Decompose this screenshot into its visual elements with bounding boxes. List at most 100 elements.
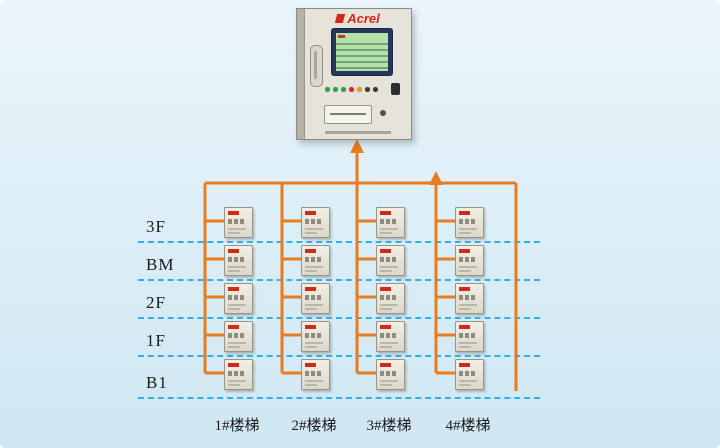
device-module bbox=[301, 321, 330, 352]
device-terminals bbox=[459, 257, 475, 262]
device-terminals bbox=[305, 257, 321, 262]
device-text-line bbox=[228, 228, 246, 230]
indicator-light-icon bbox=[349, 87, 354, 92]
device-text-line bbox=[305, 308, 317, 310]
device-module bbox=[455, 245, 484, 276]
device-brand-mark bbox=[459, 287, 470, 291]
device-brand-mark bbox=[459, 211, 470, 215]
panel-footer-text-line bbox=[325, 131, 391, 134]
indicator-light-icon bbox=[333, 87, 338, 92]
device-text-line bbox=[305, 228, 323, 230]
device-text-line bbox=[459, 384, 471, 386]
device-brand-mark bbox=[305, 249, 316, 253]
device-text-line bbox=[305, 346, 317, 348]
device-text-line bbox=[380, 384, 392, 386]
floor-label-bm: BM bbox=[146, 255, 175, 274]
floor-label-3f: 3F bbox=[146, 217, 166, 236]
device-module bbox=[376, 283, 405, 314]
floor-divider bbox=[138, 397, 540, 399]
device-module bbox=[301, 359, 330, 390]
device-brand-mark bbox=[228, 211, 239, 215]
bus-arrow-icon bbox=[429, 171, 443, 185]
device-text-line bbox=[380, 270, 392, 272]
device-text-line bbox=[380, 266, 398, 268]
device-text-line bbox=[305, 232, 317, 234]
device-brand-mark bbox=[380, 249, 391, 253]
device-terminals bbox=[459, 371, 475, 376]
device-text-line bbox=[459, 380, 477, 382]
device-text-line bbox=[305, 384, 317, 386]
device-module bbox=[301, 283, 330, 314]
device-brand-mark bbox=[305, 325, 316, 329]
device-terminals bbox=[228, 219, 244, 224]
device-module bbox=[224, 245, 253, 276]
panel-face: Acrel bbox=[305, 9, 411, 139]
device-module bbox=[224, 321, 253, 352]
device-text-line bbox=[459, 346, 471, 348]
device-terminals bbox=[305, 371, 321, 376]
device-terminals bbox=[459, 333, 475, 338]
riser-label-2: 2#楼梯 bbox=[291, 418, 337, 434]
device-module bbox=[455, 359, 484, 390]
device-module bbox=[455, 321, 484, 352]
device-brand-mark bbox=[305, 211, 316, 215]
indicator-light-icon bbox=[357, 87, 362, 92]
device-module bbox=[376, 321, 405, 352]
device-text-line bbox=[305, 270, 317, 272]
device-text-line bbox=[459, 304, 477, 306]
device-text-line bbox=[380, 228, 398, 230]
device-terminals bbox=[380, 333, 396, 338]
device-module bbox=[455, 283, 484, 314]
device-text-line bbox=[305, 304, 323, 306]
device-terminals bbox=[305, 219, 321, 224]
indicator-light-icon bbox=[373, 87, 378, 92]
device-text-line bbox=[459, 266, 477, 268]
device-terminals bbox=[228, 371, 244, 376]
device-brand-mark bbox=[228, 325, 239, 329]
device-module bbox=[455, 207, 484, 238]
brand-mark-icon bbox=[335, 14, 346, 23]
device-terminals bbox=[305, 333, 321, 338]
device-brand-mark bbox=[228, 287, 239, 291]
floor-label-1f: 1F bbox=[146, 331, 166, 350]
riser-label-1: 1#楼梯 bbox=[214, 418, 260, 434]
control-panel: Acrel bbox=[296, 8, 412, 140]
device-terminals bbox=[228, 257, 244, 262]
lcd-screen bbox=[331, 28, 393, 76]
device-text-line bbox=[380, 342, 398, 344]
device-terminals bbox=[380, 371, 396, 376]
device-terminals bbox=[380, 219, 396, 224]
device-terminals bbox=[305, 295, 321, 300]
device-brand-mark bbox=[228, 363, 239, 367]
brand-name: Acrel bbox=[347, 11, 380, 26]
floor-divider bbox=[138, 279, 540, 281]
device-text-line bbox=[459, 308, 471, 310]
device-text-line bbox=[228, 308, 240, 310]
device-text-line bbox=[380, 304, 398, 306]
device-text-line bbox=[228, 266, 246, 268]
power-switch-icon bbox=[391, 83, 400, 95]
device-text-line bbox=[459, 342, 477, 344]
device-terminals bbox=[380, 257, 396, 262]
device-text-line bbox=[228, 346, 240, 348]
floor-divider bbox=[138, 317, 540, 319]
device-text-line bbox=[305, 342, 323, 344]
device-terminals bbox=[380, 295, 396, 300]
device-module bbox=[376, 245, 405, 276]
device-module bbox=[224, 359, 253, 390]
device-text-line bbox=[380, 346, 392, 348]
floor-label-2f: 2F bbox=[146, 293, 166, 312]
device-text-line bbox=[380, 308, 392, 310]
device-text-line bbox=[228, 270, 240, 272]
riser-label-3: 3#楼梯 bbox=[366, 418, 412, 434]
device-brand-mark bbox=[380, 287, 391, 291]
printer-slot bbox=[324, 105, 372, 124]
device-text-line bbox=[459, 232, 471, 234]
device-text-line bbox=[228, 304, 246, 306]
lcd-display bbox=[336, 33, 388, 71]
indicator-lights bbox=[325, 87, 378, 92]
device-terminals bbox=[228, 295, 244, 300]
device-terminals bbox=[459, 219, 475, 224]
device-module bbox=[376, 359, 405, 390]
